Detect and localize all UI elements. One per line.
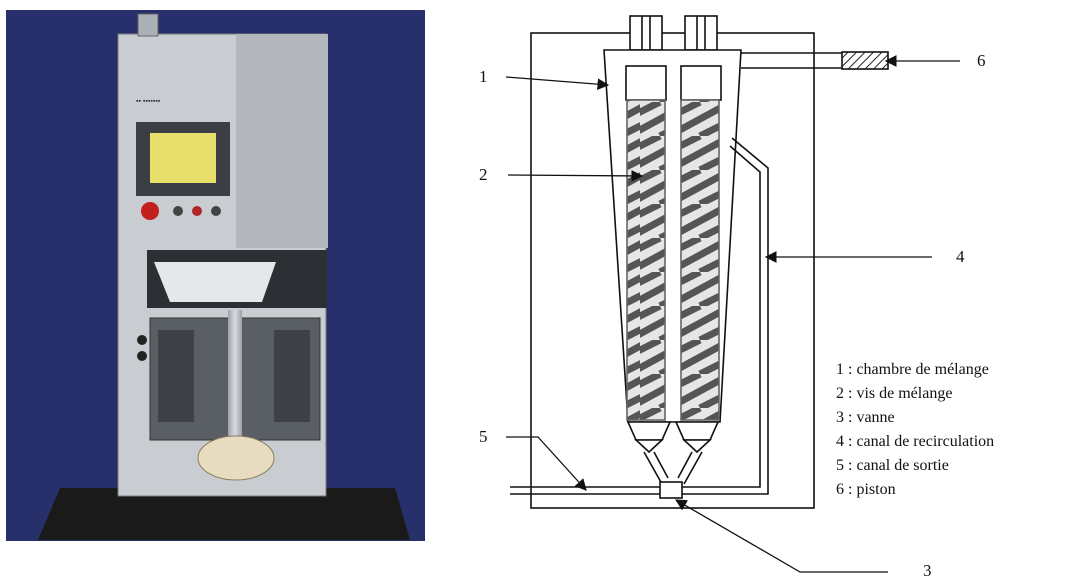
- channel-left-inner: [653, 451, 669, 479]
- callout-5: 5: [479, 427, 488, 446]
- cone-right: [681, 439, 713, 454]
- leader-1: [505, 76, 610, 91]
- mixing-screw-left: [626, 99, 666, 421]
- recirculation-channel-outer: [682, 137, 769, 495]
- legend: 1 : chambre de mélange 2 : vis de mélang…: [836, 361, 994, 498]
- side-fitting-2: [137, 351, 147, 361]
- channel-left-outer: [643, 451, 663, 485]
- piston-head-left: [625, 65, 667, 101]
- machine-right-panel: [236, 34, 328, 248]
- legend-item-5: 5 : canal de sortie: [836, 457, 949, 474]
- legend-item-4: 4 : canal de recirculation: [836, 433, 994, 450]
- screw-tip-left: [626, 421, 672, 441]
- mixing-chamber: [603, 49, 742, 423]
- legend-item-6: 6 : piston: [836, 481, 896, 498]
- callout-numbers: 1 2 3 4 5 6: [479, 51, 986, 577]
- piston-rods: [629, 15, 718, 51]
- outer-frame: [530, 32, 815, 509]
- mixing-screw-right: [680, 99, 720, 421]
- callout-6: 6: [977, 51, 986, 70]
- schematic-diagram: [510, 15, 889, 509]
- legend-item-2: 2 : vis de mélange: [836, 385, 952, 402]
- legend-item-1: 1 : chambre de mélange: [836, 361, 989, 378]
- recirculation-channel-inner: [682, 145, 761, 488]
- output-nozzle: [197, 435, 275, 481]
- control-screen: [150, 133, 216, 183]
- machine-logo: ▪▪ ▪▪▪▪▪▪▪: [136, 98, 161, 105]
- channel-right-inner: [677, 451, 693, 479]
- leader-5: [506, 436, 587, 491]
- channel-right-outer: [683, 451, 703, 485]
- piston-rod-left-top: [629, 15, 663, 51]
- mold-center-rod: [228, 310, 242, 470]
- callout-1: 1: [479, 67, 488, 86]
- mold-right-clamp: [274, 330, 310, 422]
- control-knob-3: [211, 206, 221, 216]
- valve: [659, 481, 683, 499]
- mold-left-clamp: [158, 330, 194, 422]
- control-knob-1: [173, 206, 183, 216]
- hopper: [154, 262, 276, 302]
- piston-head-right: [680, 65, 722, 101]
- callout-4: 4: [956, 247, 965, 266]
- leader-3: [674, 499, 888, 573]
- machine-photo: ▪▪ ▪▪▪▪▪▪▪: [6, 10, 425, 541]
- emergency-stop-button: [141, 202, 159, 220]
- piston-hatched-block: [841, 51, 889, 70]
- cone-left: [633, 439, 665, 454]
- leader-2: [507, 170, 644, 182]
- side-fitting-1: [137, 335, 147, 345]
- machine-base: [38, 488, 410, 540]
- callout-2: 2: [479, 165, 488, 184]
- control-knob-2: [192, 206, 202, 216]
- piston-rod-right-top: [684, 15, 718, 51]
- screw-tip-right: [674, 421, 720, 441]
- machine-top-cap: [137, 13, 159, 37]
- legend-item-3: 3 : vanne: [836, 409, 895, 426]
- callout-leaders: [505, 55, 960, 573]
- callout-3: 3: [923, 561, 932, 577]
